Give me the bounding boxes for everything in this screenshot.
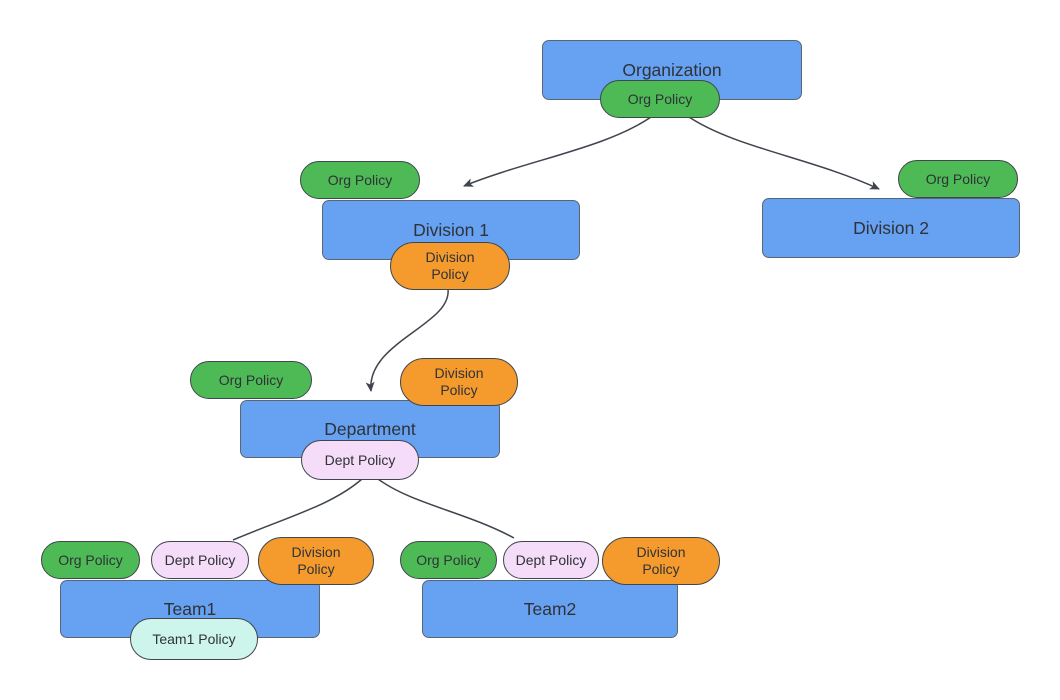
pill-team1-dept-policy: Dept Policy bbox=[151, 541, 249, 579]
pill-team2-division-policy: Division Policy bbox=[602, 537, 720, 585]
pill-division1-org-policy: Org Policy bbox=[300, 161, 420, 199]
edge-organization-to-division2 bbox=[688, 116, 880, 190]
pill-division1-division-policy: Division Policy bbox=[390, 242, 510, 290]
node-team2: Team2 bbox=[422, 580, 678, 638]
pill-team2-org-policy: Org Policy bbox=[400, 541, 497, 579]
pill-team1-org-policy: Org Policy bbox=[41, 541, 140, 579]
edge-organization-to-division1 bbox=[463, 116, 652, 187]
pill-team2-dept-policy: Dept Policy bbox=[503, 541, 599, 579]
pill-division2-org-policy: Org Policy bbox=[898, 160, 1018, 198]
edge-department-to-team1 bbox=[232, 478, 363, 541]
edge-department-to-team2 bbox=[377, 478, 515, 539]
pill-team1-division-policy: Division Policy bbox=[258, 537, 374, 585]
pill-team1-team-policy: Team1 Policy bbox=[130, 618, 258, 660]
pill-organization-org-policy: Org Policy bbox=[600, 80, 720, 118]
pill-department-dept-policy: Dept Policy bbox=[301, 440, 419, 480]
pill-department-org-policy: Org Policy bbox=[190, 361, 312, 399]
node-division2: Division 2 bbox=[762, 198, 1020, 258]
pill-department-division-policy: Division Policy bbox=[400, 358, 518, 406]
